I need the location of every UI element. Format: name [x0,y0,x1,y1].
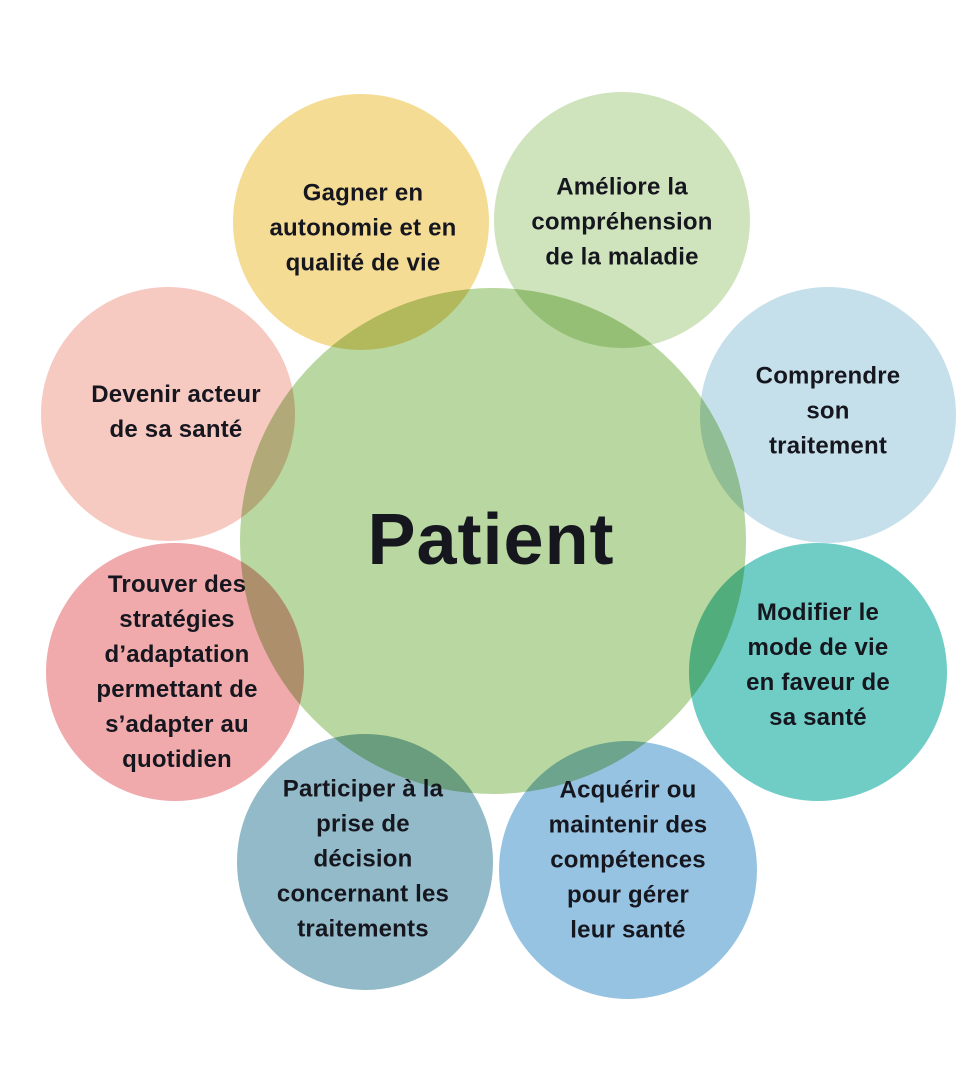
circle-patient [240,288,746,794]
circle-gagner-autonomie [233,94,489,350]
circle-ameliore-comprehension [494,92,750,348]
label-gagner-autonomie: Gagner en autonomie et en qualité de vie [269,179,457,277]
circle-devenir-acteur [41,287,295,541]
circle-participer-decision [237,734,493,990]
label-modifier-mode-de-vie: Modifier le mode de vie en faveur de sa … [746,599,890,731]
label-patient: Patient [367,500,615,580]
label-devenir-acteur: Devenir acteur de sa santé [91,381,261,443]
circle-acquerir-competences [499,741,757,999]
label-trouver-strategies: Trouver des stratégies d’adaptation perm… [96,571,258,773]
label-comprendre-traitement: Comprendre son traitement [755,362,901,460]
label-ameliore-comprehension: Améliore la compréhension de la maladie [531,173,713,271]
circle-modifier-mode-de-vie [689,543,947,801]
label-acquerir-competences: Acquérir ou maintenir des compétences po… [548,776,708,944]
circle-comprendre-traitement [700,287,956,543]
circle-trouver-strategies [46,543,304,801]
label-participer-decision: Participer à la prise de décision concer… [276,775,450,943]
